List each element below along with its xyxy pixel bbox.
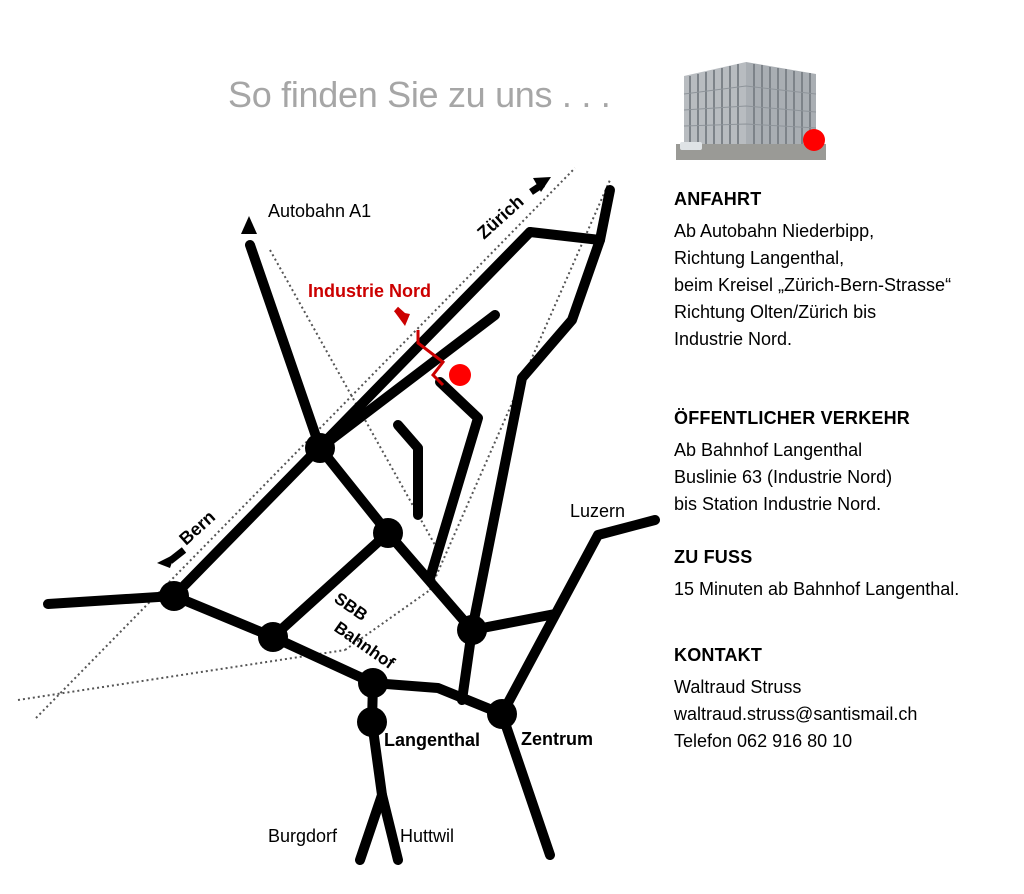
label-bern: Bern [175, 507, 219, 549]
label-zurich: Zürich [473, 191, 527, 243]
label-zentrum: Zentrum [521, 729, 593, 749]
industrie-nord-route [393, 306, 471, 387]
label-burgdorf: Burgdorf [268, 826, 338, 846]
fuss-line: 15 Minuten ab Bahnhof Langenthal. [674, 579, 960, 599]
junctions [159, 433, 517, 737]
fuss-heading: ZU FUSS [674, 547, 753, 567]
location-marker-icon [803, 129, 825, 151]
label-huttwil: Huttwil [400, 826, 454, 846]
contact-phone: Telefon 062 916 80 10 [674, 731, 853, 751]
label-sbb: SBB [331, 589, 371, 625]
arrows [157, 177, 551, 568]
anfahrt-line: Richtung Olten/Zürich bis [674, 302, 877, 322]
oev-line: Ab Bahnhof Langenthal [674, 440, 863, 460]
roads [43, 185, 660, 865]
anfahrt-heading: ANFAHRT [674, 189, 762, 209]
contact-name: Waltraud Struss [674, 677, 802, 697]
arrow-up-icon [241, 216, 257, 234]
kontakt-heading: KONTAKT [674, 645, 763, 665]
destination-marker-icon [449, 364, 471, 386]
label-langenthal: Langenthal [384, 730, 480, 750]
railway-lines [17, 167, 611, 719]
section-fuss: ZU FUSS 15 Minuten ab Bahnhof Langenthal… [674, 547, 1014, 603]
oev-heading: ÖFFENTLICHER VERKEHR [674, 408, 911, 428]
anfahrt-line: Ab Autobahn Niederbipp, [674, 221, 875, 241]
label-luzern: Luzern [570, 501, 625, 521]
section-anfahrt: ANFAHRT Ab Autobahn Niederbipp, Richtung… [674, 189, 1014, 353]
label-industrie-nord: Industrie Nord [308, 281, 431, 301]
anfahrt-line: beim Kreisel „Zürich-Bern-Strasse“ [674, 275, 952, 295]
building-photo [676, 56, 826, 160]
contact-email[interactable]: waltraud.struss@santismail.ch [674, 704, 918, 724]
anfahrt-line: Industrie Nord. [674, 329, 793, 349]
section-oev: ÖFFENTLICHER VERKEHR Ab Bahnhof Langenth… [674, 408, 1014, 518]
anfahrt-line: Richtung Langenthal, [674, 248, 845, 268]
label-autobahn: Autobahn A1 [268, 201, 371, 221]
oev-line: bis Station Industrie Nord. [674, 494, 882, 514]
page-title: So finden Sie zu uns . . . [228, 74, 611, 115]
section-kontakt: KONTAKT Waltraud Struss waltraud.struss@… [674, 645, 1014, 755]
oev-line: Buslinie 63 (Industrie Nord) [674, 467, 893, 487]
